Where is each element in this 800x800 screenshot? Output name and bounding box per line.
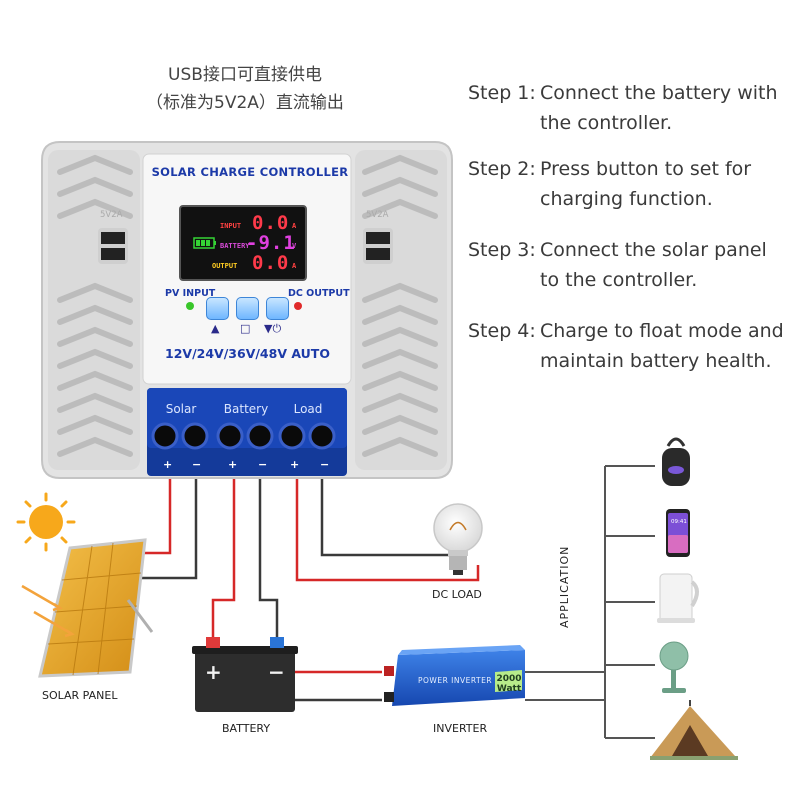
inverter-caption: INVERTER (433, 722, 488, 735)
lcd-battery-value: -9.1 (246, 232, 296, 254)
battery-negative-wire (258, 478, 279, 638)
set-button[interactable] (236, 297, 259, 320)
usb-note-line-1: USB接口可直接供电 (168, 65, 322, 85)
step-label: Step 2: (468, 158, 536, 180)
charge-controller (41, 141, 453, 479)
terminal-label-solar: Solar (165, 402, 197, 416)
pv-input-label: PV INPUT (165, 288, 216, 299)
usb-port-left[interactable] (98, 228, 128, 264)
application-caption: APPLICATION (558, 545, 571, 628)
usb-note-line-2: （标准为5V2A）直流输出 (146, 93, 344, 113)
power-inverter-icon (384, 645, 525, 706)
usb-port-right[interactable] (363, 228, 393, 264)
step-label: Step 3: (468, 239, 536, 261)
inverter-title: POWER INVERTER (418, 676, 493, 685)
usb-rating-right: 5V2A (366, 210, 389, 220)
load-minus-mark: − (320, 458, 330, 471)
battery-plus-sign: + (205, 660, 222, 684)
dc-output-label: DC OUTPUT (288, 288, 350, 299)
camping-tent-icon (650, 700, 738, 760)
step-label: Step 4: (468, 320, 536, 342)
voltage-label: 12V/24V/36V/48V AUTO (165, 346, 330, 361)
battery-caption: BATTERY (222, 722, 271, 735)
lcd-battery-unit: V (292, 242, 297, 250)
solar-minus-mark: − (192, 458, 202, 471)
usb-rating-left: 5V2A (100, 210, 123, 220)
inverter-watt: 2000 Watt (496, 674, 522, 694)
lcd-input-unit: A (292, 222, 297, 230)
square-icon: □ (240, 322, 251, 335)
controller-title: SOLAR CHARGE CONTROLLER (151, 165, 349, 179)
inverter-output-wire (525, 671, 605, 701)
lcd-output-unit: A (292, 262, 297, 270)
up-button[interactable] (206, 297, 229, 320)
battery-icon (192, 637, 298, 712)
solar-panel-icon (21, 538, 154, 678)
dc-load-caption: DC LOAD (432, 588, 482, 601)
battery-minus-sign: − (268, 660, 285, 684)
terminal-label-battery: Battery (223, 402, 269, 416)
load-plus-mark: + (290, 458, 300, 471)
lcd-output-value: 0.0 (252, 252, 290, 274)
step-text: Connect the battery with the controller. (540, 82, 778, 134)
light-bulb-icon (433, 503, 483, 575)
solar-negative-wire (138, 478, 198, 580)
battery-positive-wire (211, 478, 236, 638)
smartphone-icon (666, 509, 690, 557)
step-text: Press button to set for charging functio… (540, 158, 752, 210)
up-arrow-icon: ▲ (211, 322, 220, 335)
step-text: Connect the solar panel to the controlle… (540, 239, 767, 291)
sun-icon (16, 492, 76, 552)
lcd-input-value: 0.0 (252, 212, 290, 234)
electric-kettle-icon (657, 573, 699, 623)
phone-time: 09:41 (671, 519, 687, 525)
battery-plus-mark: + (228, 458, 238, 471)
lcd-input-label: INPUT (220, 222, 242, 230)
desk-fan-icon (659, 641, 689, 693)
solar-panel-caption: SOLAR PANEL (42, 689, 118, 702)
step-text: Charge to float mode and maintain batter… (540, 320, 784, 372)
terminal-label-load: Load (293, 402, 323, 416)
load-positive-wire (295, 478, 480, 582)
load-negative-wire (320, 478, 450, 557)
lcd-battery-label: BATTERY (220, 242, 250, 250)
step-label: Step 1: (468, 82, 536, 104)
lcd-output-label: OUTPUT (212, 262, 238, 270)
down-power-icon: ▼⏻ (264, 322, 282, 335)
battery-minus-mark: − (258, 458, 268, 471)
down-power-button[interactable] (266, 297, 289, 320)
solar-plus-mark: + (163, 458, 173, 471)
portable-speaker-icon (662, 437, 690, 486)
